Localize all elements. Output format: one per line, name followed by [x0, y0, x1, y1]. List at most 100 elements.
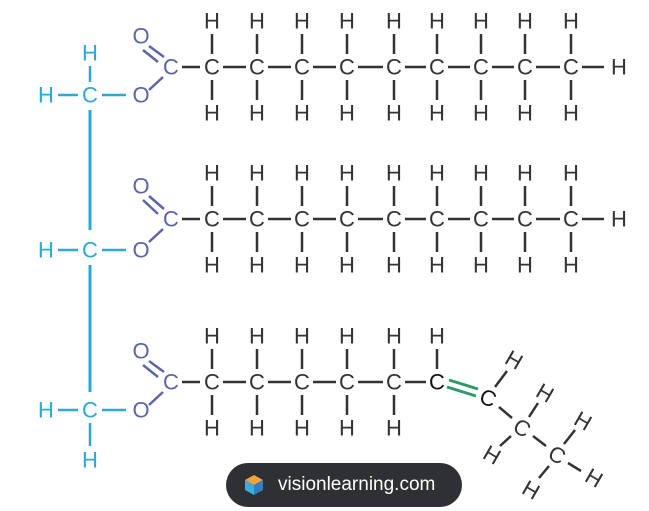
chain-hydrogen: H — [339, 253, 355, 278]
chain-hydrogen: H — [339, 324, 355, 349]
chain-hydrogen: H — [429, 253, 445, 278]
ester-oxygen: O — [132, 238, 149, 263]
carbon-carbon-double-bond — [446, 385, 477, 398]
chain-hydrogen: H — [473, 9, 489, 34]
glycerol-carbon: C — [82, 238, 98, 263]
visionlearning-watermark-badge: visionlearning.com — [226, 463, 462, 507]
chain-carbon: C — [249, 207, 265, 232]
ester-single-bond — [148, 228, 164, 243]
ch-bond — [527, 402, 540, 418]
chain-hydrogen: H — [204, 9, 220, 34]
chain-carbon: C — [386, 370, 402, 395]
ester-oxygen: O — [132, 398, 149, 423]
chain-carbon: C — [249, 370, 265, 395]
chain-carbon: C — [563, 207, 579, 232]
chain-hydrogen: H — [563, 9, 579, 34]
chain-carbon: C — [517, 207, 533, 232]
cc-bond — [498, 406, 513, 419]
glycerol-carbon: C — [82, 83, 98, 108]
chain-hydrogen: H — [249, 416, 265, 441]
carbonyl-double-bond — [148, 44, 165, 59]
chain-carbon: C — [204, 55, 220, 80]
terminal-hydrogen: H — [611, 207, 627, 232]
chain-hydrogen: H — [339, 101, 355, 126]
chain-carbon: C — [339, 55, 355, 80]
chain-hydrogen: H — [501, 345, 527, 375]
chain-hydrogen: H — [204, 161, 220, 186]
chain-hydrogen: H — [339, 9, 355, 34]
alkene-carbon: C — [429, 370, 445, 395]
chain-hydrogen: H — [517, 161, 533, 186]
carbonyl-double-bond — [142, 49, 159, 63]
chain-carbon: C — [294, 370, 310, 395]
chain-hydrogen: H — [294, 324, 310, 349]
chain-hydrogen: H — [386, 324, 402, 349]
glycerol-hydrogen: H — [38, 238, 54, 263]
chain-hydrogen: H — [386, 253, 402, 278]
carbonyl-double-bond — [142, 364, 159, 378]
chain-carbon: C — [509, 413, 535, 443]
chain-carbon: C — [294, 55, 310, 80]
chain-hydrogen: H — [473, 161, 489, 186]
chain-carbon: C — [339, 207, 355, 232]
carbonyl-oxygen: O — [132, 24, 149, 49]
chain-hydrogen: H — [294, 253, 310, 278]
carbonyl-oxygen: O — [132, 174, 149, 199]
chain-hydrogen: H — [429, 324, 445, 349]
chain-carbon: C — [386, 55, 402, 80]
chain-hydrogen: H — [339, 161, 355, 186]
chain-hydrogen: H — [517, 9, 533, 34]
chain-hydrogen: H — [473, 253, 489, 278]
glycerol-hydrogen: H — [38, 83, 54, 108]
chain-hydrogen: H — [581, 463, 607, 493]
glycerol-carbon: C — [82, 398, 98, 423]
chain-carbon: C — [563, 55, 579, 80]
chain-hydrogen: H — [386, 101, 402, 126]
alkene-carbon: C — [476, 383, 500, 412]
watermark-text: visionlearning.com — [278, 474, 436, 495]
chain-carbon: C — [473, 207, 489, 232]
chain-hydrogen: H — [563, 253, 579, 278]
chain-hydrogen: H — [294, 161, 310, 186]
chain-hydrogen: H — [204, 101, 220, 126]
glycerol-hydrogen: H — [82, 41, 98, 66]
chain-hydrogen: H — [532, 378, 558, 408]
chain-carbon: C — [204, 207, 220, 232]
cc-bond — [532, 435, 547, 447]
carbonyl-double-bond — [142, 199, 159, 215]
chain-hydrogen: H — [429, 101, 445, 126]
ch-bond — [567, 461, 582, 473]
ester-single-bond — [148, 391, 164, 406]
ch-bond — [499, 435, 512, 447]
chain-hydrogen: H — [473, 101, 489, 126]
chain-carbon: C — [517, 55, 533, 80]
ch-bond — [494, 370, 508, 388]
chain-carbon: C — [294, 207, 310, 232]
chain-hydrogen: H — [204, 253, 220, 278]
chain-hydrogen: H — [429, 9, 445, 34]
chain-hydrogen: H — [294, 416, 310, 441]
glycerol-hydrogen: H — [82, 448, 98, 473]
chain-carbon: C — [429, 207, 445, 232]
chain-hydrogen: H — [294, 101, 310, 126]
chain-hydrogen: H — [249, 253, 265, 278]
chain-carbon: C — [473, 55, 489, 80]
chain-hydrogen: H — [518, 475, 544, 505]
chain-hydrogen: H — [249, 9, 265, 34]
ester-oxygen: O — [132, 83, 149, 108]
chain-carbon: C — [339, 370, 355, 395]
carbonyl-carbon: C — [163, 370, 179, 395]
chain-carbon: C — [429, 55, 445, 80]
chain-hydrogen: H — [339, 416, 355, 441]
carbonyl-carbon: C — [163, 55, 179, 80]
vl-logo-icon — [245, 475, 263, 495]
chain-hydrogen: H — [249, 101, 265, 126]
chain-hydrogen: H — [563, 161, 579, 186]
chain-hydrogen: H — [517, 253, 533, 278]
carbonyl-double-bond — [148, 359, 165, 374]
chain-hydrogen: H — [204, 324, 220, 349]
carbonyl-carbon: C — [163, 207, 179, 232]
carbonyl-oxygen: O — [132, 339, 149, 364]
chain-hydrogen: H — [386, 9, 402, 34]
